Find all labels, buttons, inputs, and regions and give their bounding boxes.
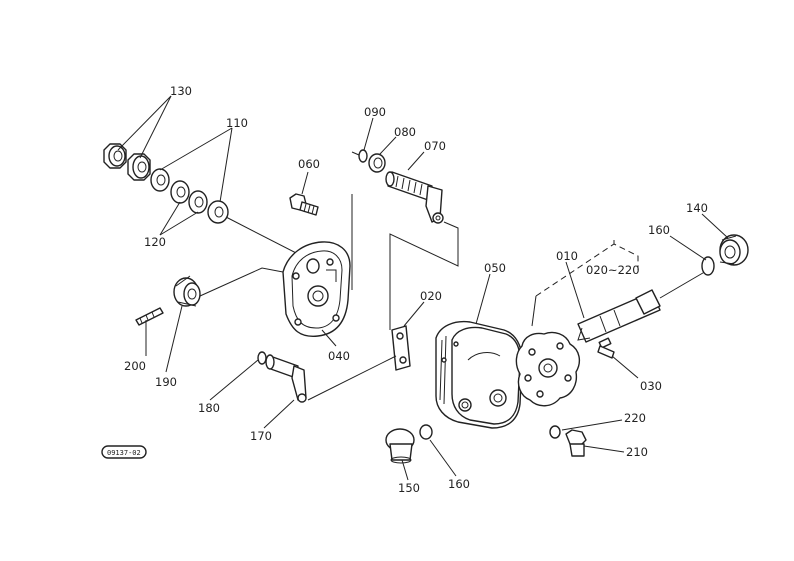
part-140-cap[interactable] — [719, 234, 749, 266]
callout-020: 020 — [420, 289, 442, 303]
axis-line-010b — [531, 295, 537, 327]
assembly-axis-line — [225, 216, 301, 256]
figure-ref-text: 09137-02 — [107, 449, 141, 457]
callout-020-220: 020~220 — [586, 263, 640, 277]
callout-150: 150 — [398, 481, 420, 495]
part-080-seal[interactable] — [368, 153, 386, 173]
callout-060: 060 — [298, 157, 320, 171]
part-180-oring[interactable] — [257, 351, 267, 365]
part-090-ring[interactable] — [351, 149, 368, 163]
part-160-oring-bottom[interactable] — [419, 424, 433, 440]
callout-160-top: 160 — [648, 223, 670, 237]
part-130-nut-2[interactable] — [127, 153, 151, 181]
part-120-washer-2[interactable] — [188, 190, 208, 214]
part-030-pin[interactable] — [597, 345, 615, 359]
part-110-washer[interactable] — [150, 168, 170, 192]
axis-line-010 — [659, 269, 709, 299]
callout-050: 050 — [484, 261, 506, 275]
callout-010: 010 — [556, 249, 578, 263]
callout-210: 210 — [626, 445, 648, 459]
callout-180: 180 — [198, 401, 220, 415]
part-220-seal[interactable] — [549, 425, 561, 439]
part-040-plate[interactable] — [282, 241, 351, 337]
callout-140: 140 — [686, 201, 708, 215]
callout-200: 200 — [124, 359, 146, 373]
part-150-plug[interactable] — [385, 428, 415, 464]
callout-090: 090 — [364, 105, 386, 119]
part-170-shaft[interactable] — [265, 354, 307, 403]
callout-120: 120 — [144, 235, 166, 249]
part-110-washer-2[interactable] — [207, 200, 229, 224]
part-070-shaft-lever[interactable] — [385, 171, 444, 224]
axis-line-190 — [199, 267, 284, 297]
callout-labels: 130 110 120 060 090 080 070 200 190 040 … — [124, 84, 708, 495]
callout-220: 220 — [624, 411, 646, 425]
callout-030: 030 — [640, 379, 662, 393]
part-200-pin[interactable] — [135, 307, 164, 326]
routing-line-070b — [389, 221, 459, 330]
part-020-lever[interactable] — [391, 325, 411, 371]
part-190-bushing[interactable] — [173, 275, 201, 307]
callout-160-bottom: 160 — [448, 477, 470, 491]
callout-070: 070 — [424, 139, 446, 153]
part-060-bolt[interactable] — [289, 193, 319, 216]
leader-lines — [117, 95, 729, 481]
part-130-nut[interactable] — [103, 143, 127, 169]
figure-reference-badge: 09137-02 — [101, 445, 147, 459]
part-050-pump-body[interactable] — [435, 320, 523, 429]
callout-190: 190 — [155, 375, 177, 389]
part-010-drive-shaft[interactable] — [577, 289, 661, 349]
callout-130: 130 — [170, 84, 192, 98]
routing-line-170 — [307, 355, 397, 401]
part-160-ring-top[interactable] — [701, 256, 715, 276]
callout-170: 170 — [250, 429, 272, 443]
callout-080: 080 — [394, 125, 416, 139]
part-210-plug[interactable] — [565, 429, 587, 457]
callout-110: 110 — [226, 116, 248, 130]
callout-040: 040 — [328, 349, 350, 363]
part-120-washer[interactable] — [170, 180, 190, 204]
part-pump-cover-plate[interactable] — [515, 331, 581, 407]
